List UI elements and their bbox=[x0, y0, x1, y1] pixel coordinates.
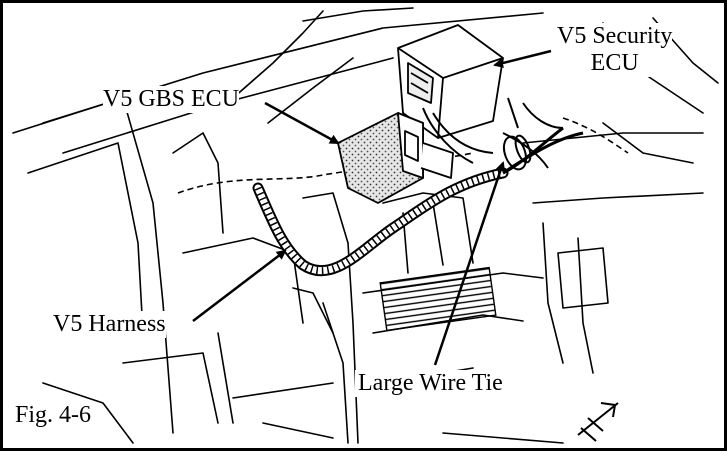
vehicle-line-drawing bbox=[12, 7, 719, 444]
vent-grille bbox=[379, 266, 497, 332]
harness-label: V5 Harness bbox=[53, 311, 166, 338]
security-ecu-label: V5 Security ECU bbox=[557, 23, 673, 77]
security-ecu-arrow bbox=[493, 49, 552, 68]
security-ecu-label-line2: ECU bbox=[590, 50, 639, 76]
gbs-ecu-drawing bbox=[337, 112, 454, 204]
security-ecu-label-line1: V5 Security bbox=[557, 23, 673, 49]
wire-tie-label: Large Wire Tie bbox=[355, 370, 506, 397]
wire-tie-arrow bbox=[433, 161, 506, 366]
wire-tie-drawing bbox=[502, 134, 532, 171]
harness-arrow bbox=[192, 249, 287, 322]
north-arrow-icon bbox=[577, 402, 619, 442]
dashed-outline-left bbox=[177, 152, 474, 194]
figure-caption: Fig. 4-6 bbox=[15, 402, 92, 428]
callout-arrows bbox=[192, 49, 552, 366]
gbs-ecu-arrow bbox=[264, 101, 340, 145]
gbs-ecu-label: V5 GBS ECU bbox=[103, 86, 240, 113]
dashed-outline-right bbox=[562, 117, 629, 154]
